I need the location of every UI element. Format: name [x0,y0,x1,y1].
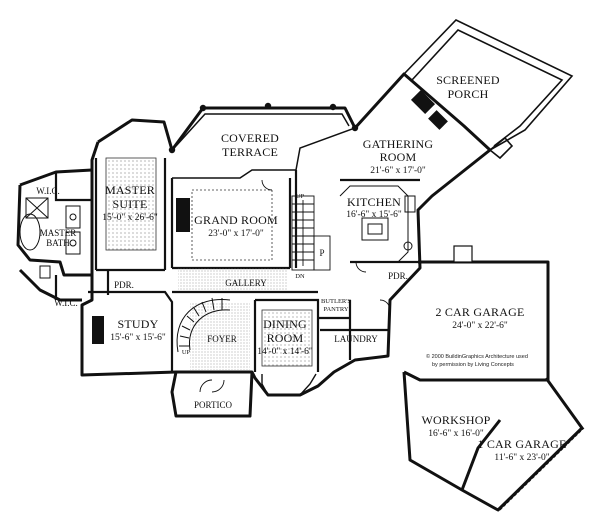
garage-dashed [499,272,585,511]
grand-room-label: GRAND ROOM [194,213,278,227]
dining-floor [261,309,313,367]
grand-room-dims: 23'-0" x 17'-0" [208,229,264,239]
butlers-pantry-label: BUTLER'S [321,298,351,305]
curved-foyer-stair [176,297,231,353]
porch-walls [403,19,574,160]
gallery-floor [178,268,288,290]
portico-label: PORTICO [194,400,232,410]
screened-porch-label-2: PORCH [447,87,488,101]
covered-terrace-label: COVERED [221,131,279,145]
workshop-label: WORKSHOP [422,413,491,427]
garage-1car-label: 1 CAR GARAGE [477,437,566,451]
master-suite-dims: 15'-0" x 26'-6" [102,213,158,223]
copyright-note: © 2000 BuildinGraphics Architecture used… [426,353,528,368]
kitchen-dims: 16'-6" x 15'-6" [346,210,402,220]
master-suite-label: MASTER [105,183,155,197]
stair-dn-mark: DN [295,273,305,280]
terrace-columns [168,102,359,154]
gathering-room-label: GATHERING [363,137,434,151]
garage-1car-dims: 11'-6" x 23'-0" [494,453,549,463]
interior-walls [54,158,420,372]
gathering-room-dims: 21'-6" x 17'-0" [370,166,426,176]
gallery-label: GALLERY [225,278,267,288]
garage-vent [453,245,473,263]
stair-up-mark: UP [296,193,305,200]
door-swings [199,179,391,393]
master-suite-label-2: SUITE [113,197,148,211]
pantry-p-mark: P [319,248,324,258]
master-bath-label: MASTER [40,228,77,238]
study-label: STUDY [117,317,158,331]
gathering-room-label-2: ROOM [380,150,417,164]
kitchen-fixtures [339,185,416,263]
dining-room-dims: 14'-0" x 14'-6" [257,347,313,357]
laundry-label: LAUNDRY [334,334,378,344]
wic-top-label: W.I.C. [36,186,59,196]
garage-2car-dims: 24'-0" x 22'-6" [452,321,508,331]
main-stair [291,195,331,271]
foyer-label: FOYER [207,334,237,344]
master-bath-label-2: BATH [46,238,70,248]
dining-room-label-2: ROOM [267,331,304,345]
screened-porch-label: SCREENED [436,73,500,87]
copyright-line-1: © 2000 BuildinGraphics Architecture used [426,353,528,360]
master-suite-floor [105,157,157,251]
bath-fixtures [19,197,81,279]
covered-terrace-label-2: TERRACE [222,145,278,159]
wic-bottom-label: W.I.C. [54,298,77,308]
study-dims: 15'-6" x 15'-6" [110,333,166,343]
stair-marks: UP DN UP P [182,193,325,356]
pdr-left-label: PDR. [114,280,134,290]
foyer-floor [190,302,250,370]
grand-room-floor [191,189,273,261]
garage-walls [402,260,584,512]
workshop-dims: 16'-6" x 16'-0" [428,429,484,439]
dining-room-label: DINING [263,317,307,331]
garage-2car-label: 2 CAR GARAGE [435,305,524,319]
fireplaces [92,89,448,344]
kitchen-label: KITCHEN [347,195,401,209]
terrace-outline [171,107,357,179]
foyer-stair-up-mark: UP [182,349,191,356]
copyright-line-2: by permission by Living Concepts [432,362,514,368]
portico-bay [261,373,317,396]
butlers-pantry-label-2: PANTRY [323,306,348,313]
pdr-right-label: PDR. [388,271,408,281]
room-labels: SCREENED PORCH COVERED TERRACE GATHERING… [36,73,566,463]
